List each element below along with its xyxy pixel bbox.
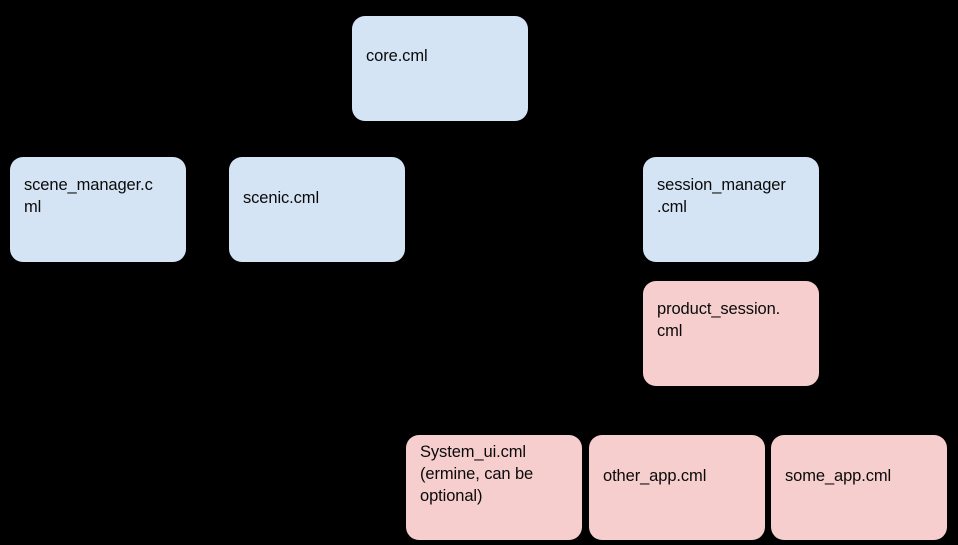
node-label-some-app: some_app.cml xyxy=(785,467,892,485)
node-label-other-app: other_app.cml xyxy=(603,467,707,485)
node-core[interactable]: core.cml xyxy=(352,16,528,121)
node-label-scenic: scenic.cml xyxy=(243,189,320,207)
node-label-system-ui: System_ui.cml (ermine, can be optional) xyxy=(420,443,534,505)
node-system-ui[interactable]: System_ui.cml (ermine, can be optional) xyxy=(406,435,582,540)
node-scene-manager[interactable]: scene_manager.c ml xyxy=(10,157,186,262)
node-label-session-manager: session_manager .cml xyxy=(657,176,786,216)
node-label-core: core.cml xyxy=(366,47,428,65)
node-other-app[interactable]: other_app.cml xyxy=(589,435,765,540)
node-product-session[interactable]: product_session. cml xyxy=(643,281,819,386)
node-some-app[interactable]: some_app.cml xyxy=(771,435,947,540)
node-label-scene-manager: scene_manager.c ml xyxy=(24,176,153,216)
node-session-manager[interactable]: session_manager .cml xyxy=(643,157,819,262)
node-label-product-session: product_session. cml xyxy=(657,300,781,340)
node-scenic[interactable]: scenic.cml xyxy=(229,157,405,262)
